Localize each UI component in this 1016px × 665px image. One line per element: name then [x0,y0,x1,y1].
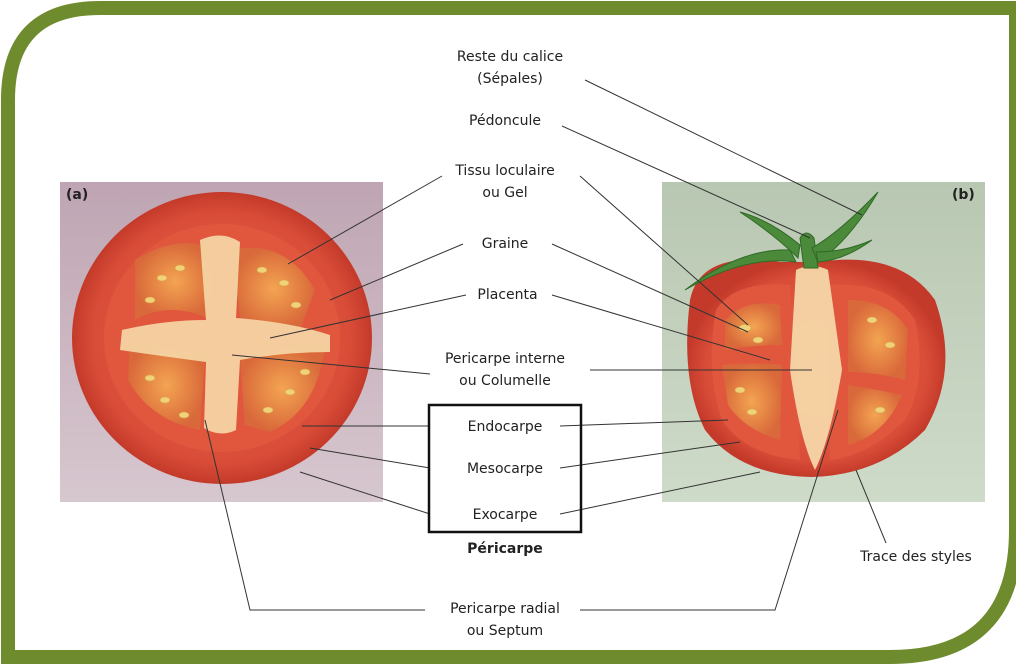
panel-b-tag: (b) [952,187,975,203]
label-septum-line1: Pericarpe radial [420,598,590,620]
label-columelle-line2: ou Columelle [420,370,590,392]
label-septum: Pericarpe radial ou Septum [420,598,590,642]
label-septum-line2: ou Septum [420,620,590,642]
label-exocarpe: Exocarpe [440,504,570,526]
label-placenta: Placenta [460,284,555,306]
label-tissu-line2: ou Gel [430,182,580,204]
panel-a-tag: (a) [66,187,88,203]
label-calice-line2: (Sépales) [430,68,590,90]
label-calice: Reste du calice (Sépales) [430,46,590,90]
label-calice-line1: Reste du calice [430,46,590,68]
label-tissu-loculaire: Tissu loculaire ou Gel [430,160,580,204]
label-endocarpe: Endocarpe [440,416,570,438]
label-mesocarpe: Mesocarpe [440,458,570,480]
label-trace-styles: Trace des styles [836,546,996,568]
label-pericarpe: Péricarpe [440,538,570,560]
label-columelle: Pericarpe interne ou Columelle [420,348,590,392]
label-columelle-line1: Pericarpe interne [420,348,590,370]
label-pedoncule: Pédoncule [440,110,570,132]
photo-a [60,182,383,502]
label-tissu-line1: Tissu loculaire [430,160,580,182]
label-graine: Graine [460,233,550,255]
